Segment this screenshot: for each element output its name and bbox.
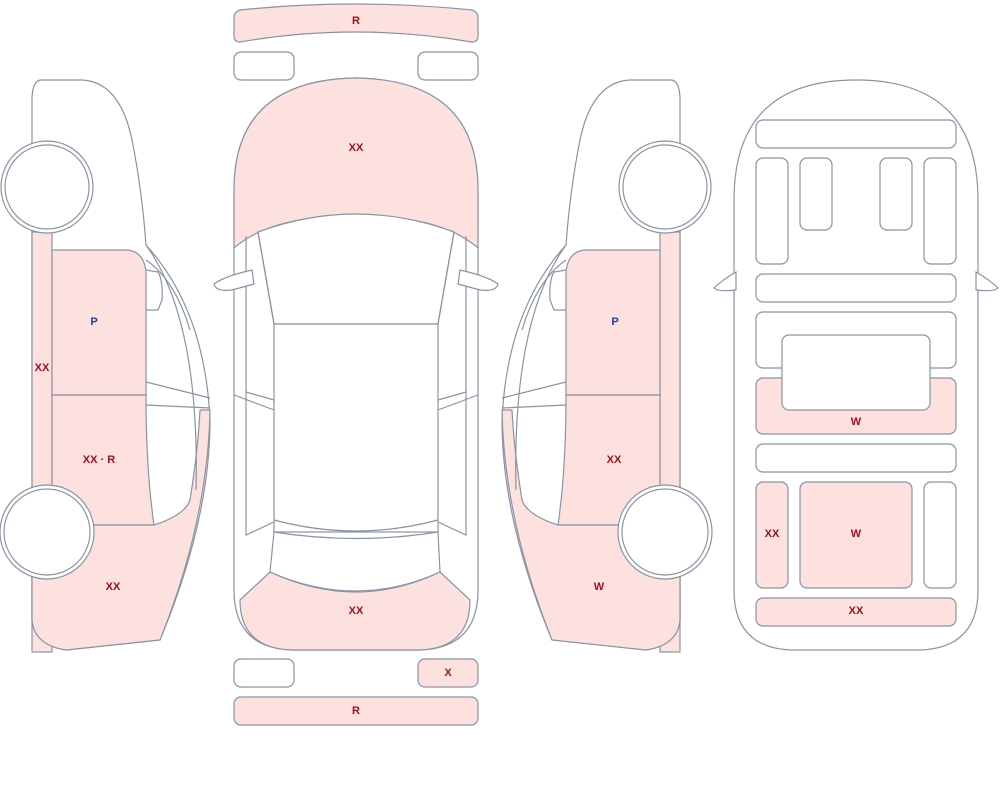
left-front-door-code: P xyxy=(90,316,97,328)
roof-rear-curve xyxy=(273,519,439,532)
passenger-seat[interactable] xyxy=(879,157,913,231)
right-side-rail xyxy=(437,236,467,536)
right-rear-quarter[interactable] xyxy=(501,409,681,651)
right-front-door-code: P xyxy=(611,316,618,328)
right-handle-bottom xyxy=(501,404,567,409)
front-right-light[interactable] xyxy=(417,51,479,81)
right-rear-door-code: XX xyxy=(607,454,622,466)
left-sill-code: XX xyxy=(35,362,50,374)
right-mirror-top[interactable] xyxy=(457,269,499,291)
roof[interactable] xyxy=(273,323,439,533)
front-left-light[interactable] xyxy=(233,51,295,81)
boot-floor[interactable] xyxy=(799,481,913,589)
boot-floor-code: W xyxy=(851,528,862,540)
boot-right-panel[interactable] xyxy=(923,481,957,589)
rear-panel-code: XX xyxy=(349,605,364,617)
right-door-line-1 xyxy=(437,394,479,411)
rear-left-light[interactable] xyxy=(233,658,295,688)
right-rear-wheel-rim xyxy=(621,488,709,576)
rear-seat-code: W xyxy=(851,416,862,428)
driver-seat[interactable] xyxy=(799,157,833,231)
boot-left-panel[interactable] xyxy=(755,481,789,589)
left-a-pillar xyxy=(257,231,275,325)
left-handle-top xyxy=(145,381,211,399)
right-front-door[interactable] xyxy=(565,249,661,396)
right-door-line-2 xyxy=(437,391,467,401)
right-side-view: P XX W xyxy=(501,79,713,653)
left-rear-quarter[interactable] xyxy=(31,409,211,651)
left-front-wheel-rim xyxy=(4,144,90,230)
rear-right-light[interactable] xyxy=(417,658,479,688)
boot-sill-code: XX xyxy=(849,605,864,617)
top-view: R XX XX X R xyxy=(213,3,499,726)
rear-bumper[interactable] xyxy=(233,696,479,726)
right-rear-quarter-code: W xyxy=(594,581,605,593)
interior-view: W XX W XX xyxy=(713,79,999,651)
left-side-view: P XX XX · R XX xyxy=(0,79,211,653)
front-bumper[interactable] xyxy=(233,3,479,43)
rear-seat-backrest[interactable] xyxy=(781,334,931,411)
left-pillar xyxy=(145,259,191,331)
right-pillar xyxy=(521,259,567,331)
left-handle-bottom xyxy=(145,404,211,409)
right-window-frame xyxy=(515,244,567,491)
left-door-line-2 xyxy=(245,391,275,401)
left-front-door[interactable] xyxy=(51,249,147,396)
left-mirror xyxy=(145,269,163,311)
left-rear-quarter-code: XX xyxy=(106,581,121,593)
interior-right-mirror[interactable] xyxy=(975,270,999,292)
hood-code: XX xyxy=(349,142,364,154)
right-front-door-trim[interactable] xyxy=(923,157,957,265)
left-mirror-top[interactable] xyxy=(213,269,255,291)
left-window-frame xyxy=(145,244,197,491)
windshield[interactable] xyxy=(257,213,455,325)
rear-right-light-code: X xyxy=(444,667,452,679)
dashboard[interactable] xyxy=(755,119,957,149)
right-mirror xyxy=(549,269,567,311)
rear-bumper-code: R xyxy=(352,705,360,717)
left-side-rail xyxy=(245,236,275,536)
left-front-door-trim[interactable] xyxy=(755,157,789,265)
right-a-pillar xyxy=(437,231,455,325)
interior-left-mirror[interactable] xyxy=(713,270,737,292)
left-rear-door-code: XX · R xyxy=(83,454,115,466)
left-rear-wheel-rim xyxy=(3,488,91,576)
boot-sill[interactable] xyxy=(755,597,957,627)
right-front-wheel-rim xyxy=(622,144,708,230)
boot-left-panel-code: XX xyxy=(765,528,780,540)
left-door-line-1 xyxy=(233,394,275,411)
center-console[interactable] xyxy=(755,273,957,303)
rear-panel[interactable] xyxy=(239,571,471,651)
right-handle-top xyxy=(501,381,567,399)
front-bumper-code: R xyxy=(352,15,360,27)
parcel-shelf[interactable] xyxy=(755,443,957,473)
